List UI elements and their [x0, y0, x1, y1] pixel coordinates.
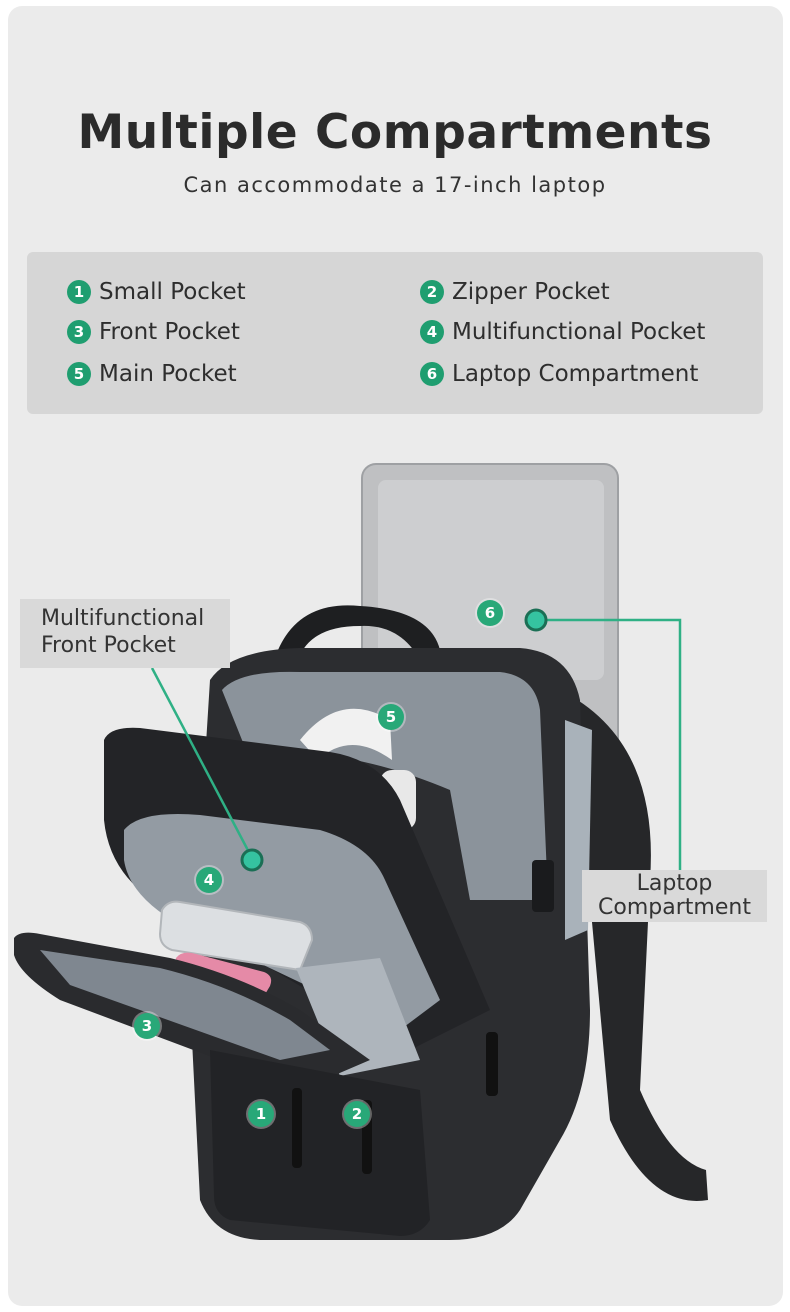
zipper-pull: [486, 1032, 498, 1096]
zipper-pull: [292, 1088, 302, 1168]
front-pocket-lining: [40, 950, 330, 1060]
callout-front-pocket: Multifunctional Front Pocket: [20, 599, 230, 668]
page-subtitle: Can accommodate a 17-inch laptop: [183, 173, 607, 197]
number-badge: 1: [67, 280, 91, 304]
callout-line: Front Pocket: [41, 633, 176, 658]
tablet-shape: [158, 900, 314, 972]
marker-main-pocket: 5: [378, 704, 404, 730]
callout-line: Compartment: [598, 895, 751, 920]
marker-front-pocket: 3: [134, 1013, 160, 1039]
laptop-highlight: [378, 480, 604, 680]
page-title: Multiple Compartments: [77, 105, 713, 160]
marker-zipper-pocket: 2: [344, 1101, 370, 1127]
legend-label: Laptop Compartment: [452, 361, 699, 387]
leader-line-laptop: [536, 618, 682, 872]
side-buckle: [532, 860, 554, 912]
legend-item-laptop-compartment: 6 Laptop Compartment: [420, 361, 698, 387]
number-badge: 2: [420, 280, 444, 304]
number-badge: 5: [67, 362, 91, 386]
target-dot: [240, 848, 264, 872]
legend-label: Main Pocket: [99, 361, 237, 387]
legend-label: Multifunctional Pocket: [452, 319, 706, 345]
small-pocket-panel: [210, 1050, 430, 1236]
legend-item-zipper-pocket: 2 Zipper Pocket: [420, 279, 610, 305]
legend-label: Zipper Pocket: [452, 279, 610, 305]
callout-laptop-compartment: Laptop Compartment: [582, 870, 767, 922]
legend-item-front-pocket: 3 Front Pocket: [67, 319, 240, 345]
shoulder-strap: [560, 690, 708, 1201]
legend-label: Front Pocket: [99, 319, 240, 345]
marker-laptop-compartment: 6: [477, 600, 503, 626]
number-badge: 3: [67, 320, 91, 344]
marker-small-pocket: 1: [248, 1101, 274, 1127]
target-dot: [524, 608, 548, 632]
callout-line: Laptop: [636, 871, 713, 896]
legend-item-small-pocket: 1 Small Pocket: [67, 279, 246, 305]
number-badge: 6: [420, 362, 444, 386]
main-pocket-interior: [222, 671, 548, 900]
legend-item-multifunctional-pocket: 4 Multifunctional Pocket: [420, 319, 705, 345]
compartment-legend: 1 Small Pocket 2 Zipper Pocket 3 Front P…: [27, 252, 763, 414]
pen-organizer: [296, 958, 420, 1076]
top-handle: [278, 605, 440, 660]
number-badge: 4: [420, 320, 444, 344]
callout-line: Multifunctional: [41, 606, 205, 631]
legend-label: Small Pocket: [99, 279, 246, 305]
leader-line-front-pocket: [150, 667, 254, 859]
marker-multifunctional-pocket: 4: [196, 867, 222, 893]
headphones-shape: [300, 708, 392, 760]
legend-item-main-pocket: 5 Main Pocket: [67, 361, 237, 387]
